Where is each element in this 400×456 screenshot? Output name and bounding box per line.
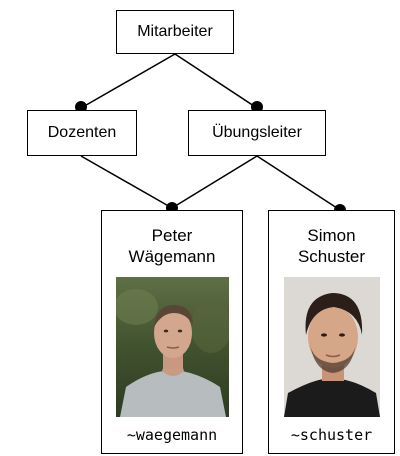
person-name: Simon Schuster: [269, 225, 394, 267]
person-first-name: Simon: [307, 226, 356, 245]
person-photo: [116, 277, 229, 417]
node-dozenten: Dozenten: [27, 110, 137, 156]
node-label: Übungsleiter: [212, 124, 302, 141]
person-card-simon: Simon Schuster ~schuster: [268, 210, 395, 454]
edge-dozenten-peter: [80, 155, 173, 209]
person-last-name: Schuster: [297, 247, 366, 266]
edge-mitarbeiter-uebungsleiter: [174, 53, 258, 109]
person-last-name: Wägemann: [128, 247, 216, 266]
edge-uebungsleiter-simon: [256, 155, 341, 211]
person-name: Peter Wägemann: [102, 225, 242, 267]
person-first-name: Peter: [151, 226, 193, 245]
edge-mitarbeiter-dozenten: [80, 53, 176, 109]
node-mitarbeiter: Mitarbeiter: [116, 10, 234, 54]
person-card-peter: Peter Wägemann ~waegemann: [101, 210, 243, 454]
person-login: ~waegemann: [126, 426, 218, 444]
person-login: ~schuster: [290, 426, 373, 444]
node-uebungsleiter: Übungsleiter: [188, 110, 326, 156]
edge-uebungsleiter-peter: [171, 155, 258, 209]
node-label: Mitarbeiter: [137, 23, 213, 40]
node-label: Dozenten: [47, 124, 117, 141]
person-photo: [284, 277, 380, 417]
